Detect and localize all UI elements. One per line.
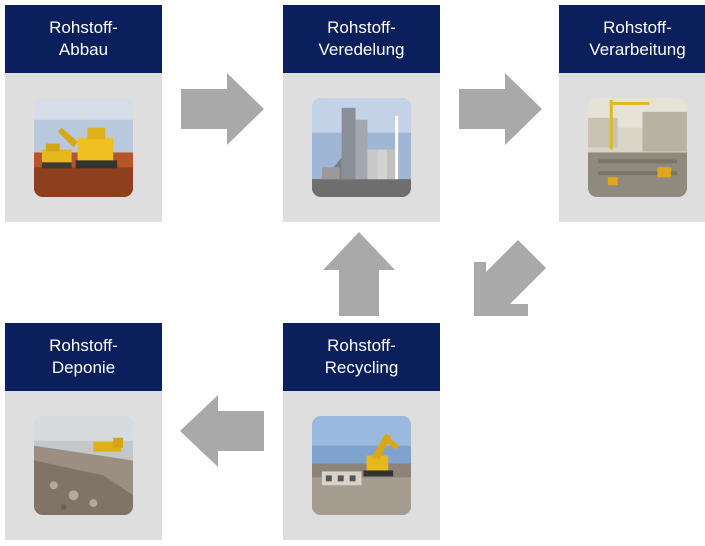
- node-title: Rohstoff- Abbau: [5, 5, 162, 73]
- arrow-right-abbau-to-veredelung: [181, 73, 264, 145]
- demolition-excavator-photo: [312, 416, 411, 515]
- mining-excavator-photo: [34, 98, 133, 197]
- node-title: Rohstoff- Recycling: [283, 323, 440, 391]
- arrow-left-recycling-to-deponie: [180, 395, 264, 467]
- node-rohstoff-veredelung: Rohstoff- Veredelung: [283, 5, 440, 222]
- construction-site-photo: [588, 98, 687, 197]
- node-rohstoff-verarbeitung: Rohstoff- Verarbeitung: [559, 5, 705, 222]
- node-panel: [5, 73, 162, 222]
- node-rohstoff-deponie: Rohstoff- Deponie: [5, 323, 162, 540]
- arrow-right-veredelung-to-verarbeitung: [459, 73, 542, 145]
- rubble-landfill-photo: [34, 416, 133, 515]
- node-title: Rohstoff- Deponie: [5, 323, 162, 391]
- node-title: Rohstoff- Verarbeitung: [559, 5, 705, 73]
- node-panel: [283, 73, 440, 222]
- arrow-up-recycling-to-veredelung: [323, 232, 395, 316]
- node-title: Rohstoff- Veredelung: [283, 5, 440, 73]
- arrow-down-left-verarbeitung-to-recycling: [470, 238, 550, 318]
- node-panel: [559, 73, 705, 222]
- node-rohstoff-recycling: Rohstoff- Recycling: [283, 323, 440, 540]
- node-panel: [283, 391, 440, 540]
- node-panel: [5, 391, 162, 540]
- node-rohstoff-abbau: Rohstoff- Abbau: [5, 5, 162, 222]
- processing-plant-photo: [312, 98, 411, 197]
